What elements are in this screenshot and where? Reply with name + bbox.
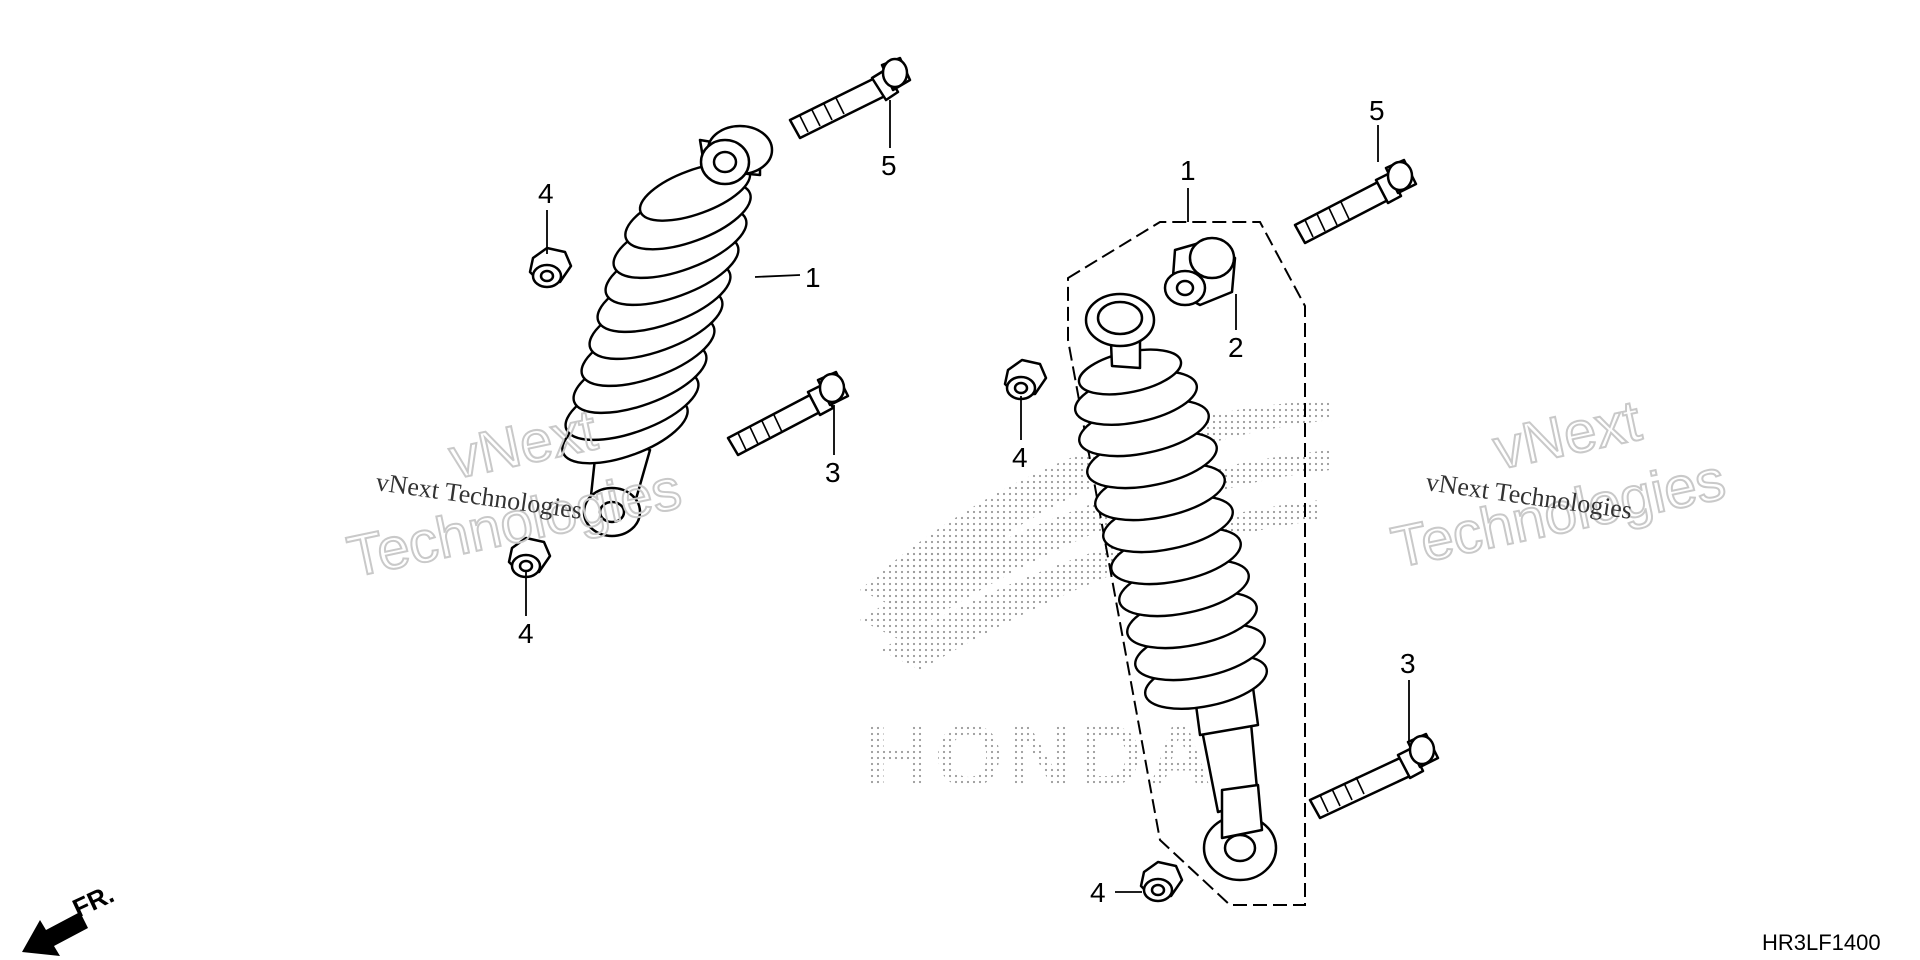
callout-left-bolt-upper: 5 [881,150,897,181]
left-lower-bolt [726,370,850,457]
callout-right-bolt-upper: 5 [1369,95,1385,126]
left-lower-nut [507,536,552,579]
right-lower-nut [1139,860,1184,903]
callout-right-bolt-lower: 3 [1400,648,1416,679]
right-shock-absorber [1073,292,1278,882]
callout-left-bolt-lower: 3 [825,457,841,488]
front-arrow-icon [22,912,88,956]
right-upper-nut [1003,358,1048,401]
callout-left-nut-upper: 4 [538,178,554,209]
left-shock-absorber [561,124,774,538]
leader-lines [525,100,1410,893]
callout-bushing: 2 [1228,332,1244,363]
right-upper-bolt [1293,158,1418,245]
callouts: 1 5 4 3 4 1 2 5 4 3 4 [518,95,1416,908]
left-upper-bolt [788,56,912,140]
callout-right-shock: 1 [1180,155,1196,186]
left-shock-spring [561,162,752,465]
right-shock-spring [1073,348,1269,710]
drawing-code: HR3LF1400 [1762,930,1881,955]
callout-left-nut-lower: 4 [518,618,534,649]
front-direction-indicator: FR. [22,879,119,956]
brand-watermark-text: HONDA [865,706,1218,805]
callout-right-nut-lower: 4 [1090,877,1106,908]
callout-right-nut-upper: 4 [1012,442,1028,473]
callout-left-shock: 1 [805,262,821,293]
bushing [1163,236,1237,307]
honda-wing-logo-watermark: HONDA [860,400,1330,805]
watermark-right: vNext Technologies [1385,387,1732,582]
right-lower-bolt [1308,732,1440,820]
left-upper-nut [528,246,573,289]
